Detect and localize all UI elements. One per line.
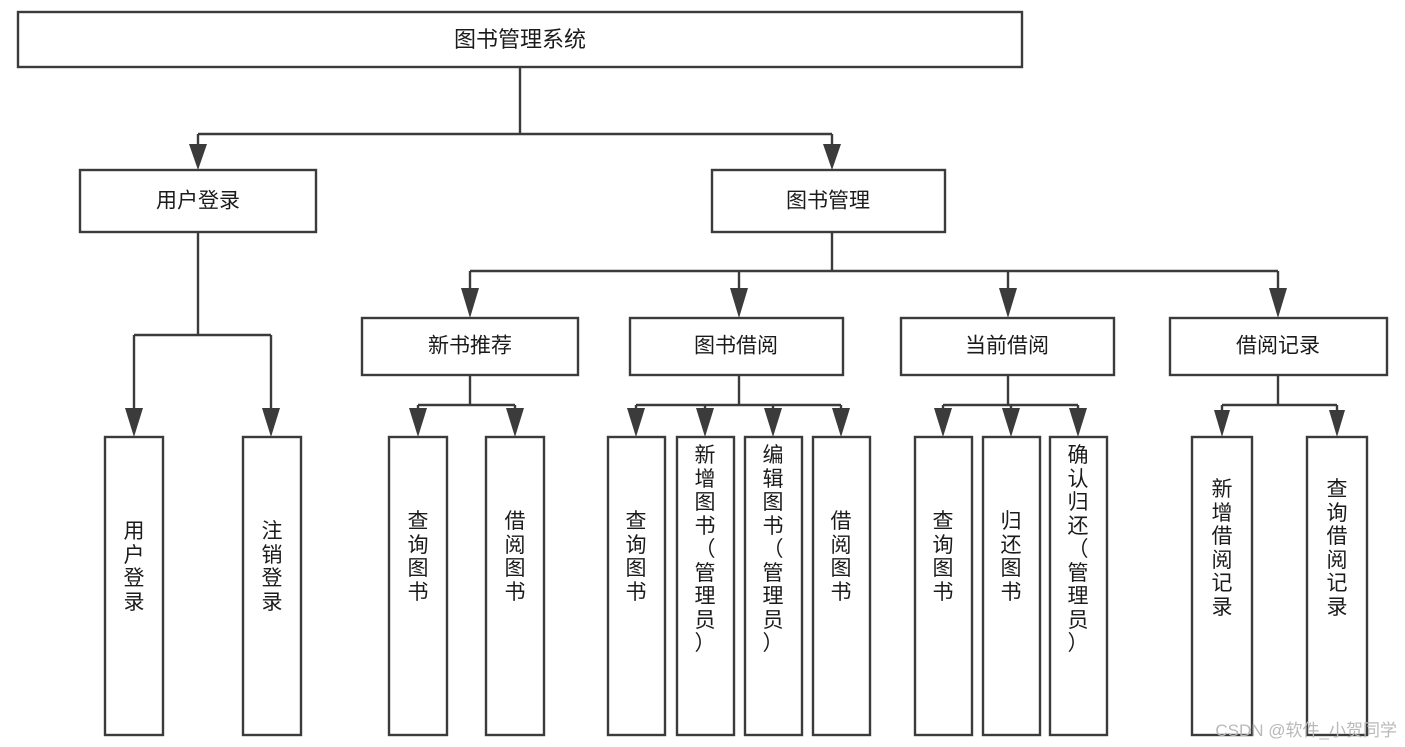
leaf-query-book-1-label: 查 询 图 书 (407, 510, 429, 604)
node-new-book-recommend-label: 新书推荐 (428, 335, 512, 358)
arrowhead-leaf-borrow-book-1 (506, 408, 524, 437)
node-borrow-record-box[interactable] (1168, 316, 1389, 377)
node-root[interactable]: 图书管理系统 (16, 10, 1024, 69)
leaf-logout-login-label: 注 销 登 录 (261, 520, 283, 614)
arrowhead-leaf-borrow-book-2 (832, 408, 850, 437)
arrowhead-leaf-edit-book (764, 408, 782, 437)
leaf-confirm-return-label: 确 认 归 还 （ 管 理 员 ） (1067, 444, 1089, 656)
leaf-confirm-return-box[interactable] (1048, 435, 1109, 737)
leaf-return-book-box[interactable] (981, 435, 1042, 737)
node-new-book-recommend-box[interactable] (360, 316, 580, 377)
leaf-query-book-3-label: 查 询 图 书 (932, 510, 954, 604)
arrowhead-leaf-confirm-return (1069, 408, 1087, 437)
node-new-book-recommend[interactable]: 新书推荐 (360, 316, 580, 377)
node-book-borrow[interactable]: 图书借阅 (628, 316, 845, 377)
arrowhead-leaf-add-record (1214, 410, 1230, 437)
leaf-user-login-box[interactable] (103, 435, 165, 737)
leaf-query-record-label: 查 询 借 阅 记 录 (1326, 478, 1348, 619)
arrowhead-new-book-recommend (461, 288, 479, 318)
node-user-login-label: 用户登录 (156, 190, 240, 213)
node-root-box[interactable] (16, 10, 1024, 69)
arrowhead-leaf-query-record (1329, 410, 1345, 437)
arrowhead-leaf-query-book-3 (934, 408, 952, 437)
leaf-boxes (103, 435, 1369, 737)
leaf-borrow-book-1-box[interactable] (484, 435, 546, 737)
arrowhead-leaf-add-book (696, 408, 714, 437)
node-borrow-record-label: 借阅记录 (1236, 335, 1320, 358)
arrowhead-leaf-return-book (1002, 408, 1020, 437)
connectors-current-borrow-to-leaves (934, 375, 1087, 437)
node-borrow-record[interactable]: 借阅记录 (1168, 316, 1389, 377)
leaf-add-record-box[interactable] (1190, 435, 1254, 737)
leaf-logout-login-box[interactable] (241, 435, 303, 737)
arrowhead-leaf-user-login (125, 408, 143, 437)
arrowhead-book-borrow (730, 288, 748, 318)
node-book-borrow-box[interactable] (628, 316, 845, 377)
connectors-book-borrow-to-leaves (627, 375, 850, 437)
leaf-add-record-label: 新 增 借 阅 记 录 (1211, 478, 1233, 619)
leaf-query-record-box[interactable] (1305, 435, 1369, 737)
leaf-add-book-box[interactable] (675, 435, 736, 737)
node-current-borrow[interactable]: 当前借阅 (899, 316, 1116, 377)
node-user-login-box[interactable] (78, 168, 318, 234)
connectors-new-book-recommend-to-leaves (409, 375, 524, 437)
leaf-query-book-2-box[interactable] (606, 435, 667, 737)
leaf-edit-book-box[interactable] (743, 435, 804, 737)
arrowhead-user-login (189, 144, 207, 170)
node-book-manage-box[interactable] (710, 168, 947, 234)
node-book-manage[interactable]: 图书管理 (710, 168, 947, 234)
leaf-borrow-book-2-label: 借 阅 图 书 (830, 510, 852, 604)
leaf-query-book-1-box[interactable] (387, 435, 449, 737)
connectors-root-to-level2 (189, 67, 841, 170)
leaf-user-login-label: 用 户 登 录 (123, 520, 145, 614)
node-current-borrow-box[interactable] (899, 316, 1116, 377)
leaf-borrow-book-1-label: 借 阅 图 书 (504, 510, 526, 604)
leaf-return-book-label: 归 还 图 书 (1000, 510, 1022, 604)
node-book-manage-label: 图书管理 (786, 190, 870, 213)
leaf-query-book-3-box[interactable] (913, 435, 974, 737)
connectors-borrow-record-to-leaves (1214, 375, 1345, 437)
node-root-label: 图书管理系统 (454, 27, 586, 52)
leaf-add-book-label: 新 增 图 书 （ 管 理 员 ） (694, 444, 716, 656)
arrowhead-leaf-query-book-1 (409, 408, 427, 437)
connectors-user-login-to-leaves (125, 232, 280, 437)
arrowhead-leaf-logout-login (262, 408, 280, 437)
leaf-edit-book-label: 编 辑 图 书 （ 管 理 员 ） (762, 444, 784, 656)
leaf-query-book-2-label: 查 询 图 书 (625, 510, 647, 604)
node-user-login[interactable]: 用户登录 (78, 168, 318, 234)
arrowhead-book-manage (823, 144, 841, 170)
leaf-borrow-book-2-box[interactable] (811, 435, 872, 737)
arrowhead-current-borrow (999, 288, 1017, 318)
watermark-text: CSDN @软件_小贺同学 (1215, 721, 1397, 740)
arrowhead-leaf-query-book-2 (627, 408, 645, 437)
node-current-borrow-label: 当前借阅 (965, 335, 1049, 358)
node-book-borrow-label: 图书借阅 (694, 335, 778, 358)
arrowhead-borrow-record (1269, 288, 1287, 318)
connectors-book-manage-to-level3 (461, 232, 1287, 318)
